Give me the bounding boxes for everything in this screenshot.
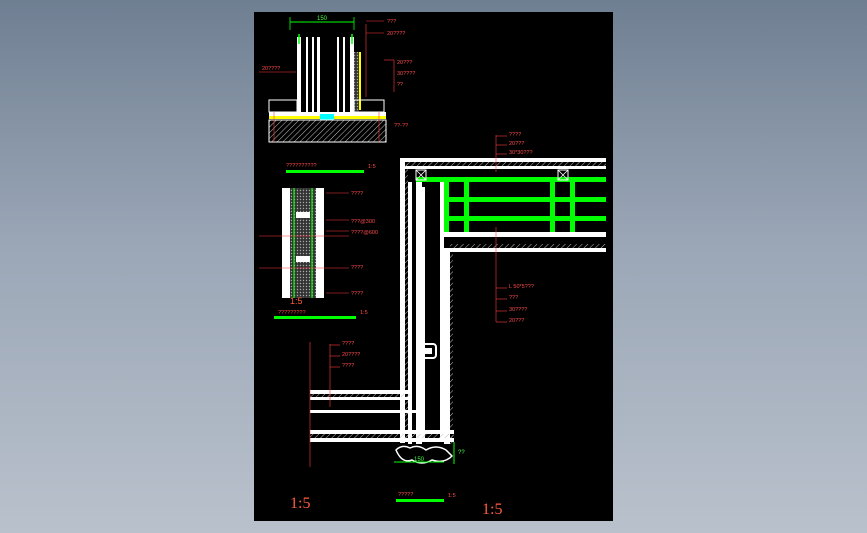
middle-callout-0: ????: [351, 191, 363, 197]
side-dim-label: ??: [458, 450, 465, 456]
scale-label-right: 1:5: [482, 501, 502, 518]
middle-callout-1: ???@300: [351, 219, 375, 225]
main-callout-left-1: 20????: [342, 352, 360, 358]
top-base-note: ??-??: [394, 123, 408, 129]
middle-detail-scale: 1:5: [360, 310, 368, 316]
main-detail-scale: 1:5: [448, 493, 456, 499]
main-callout-top-0: ????: [509, 132, 521, 138]
main-callout-top-2: 30*30???: [509, 150, 533, 156]
main-detail: 150 ?? ???? 20??? 30*30??? L 50*5??? ???…: [309, 132, 606, 502]
top-dim-label: 150: [317, 16, 328, 22]
main-callout-mid-1: ???: [509, 295, 518, 301]
main-callout-left-2: ????: [342, 363, 354, 369]
cad-drawing: 150 ??? 20???? 20??? 30???? ?? 20: [259, 16, 606, 518]
top-detail: 150 ??? 20???? 20??? 30???? ?? 20: [259, 16, 415, 173]
main-callout-mid-0: L 50*5???: [509, 284, 534, 290]
top-callout-3: 30????: [397, 71, 415, 77]
middle-detail-title: ?????????: [278, 310, 306, 316]
main-detail-title: ?????: [398, 492, 413, 498]
main-callout-top-1: 20???: [509, 141, 524, 147]
bottom-dim-label: 150: [414, 457, 425, 463]
middle-callout-3: ????: [351, 265, 363, 271]
top-callout-2: 20???: [397, 60, 412, 66]
middle-scale-mark: 1:5: [290, 296, 303, 306]
top-detail-title: ??????????: [286, 163, 317, 169]
drawing-sheet: 150 ??? 20???? 20??? 30???? ?? 20: [254, 12, 613, 521]
middle-detail: ???? ???@300 ????@600 ???? ???? 1:5 ????…: [259, 188, 378, 319]
main-callout-mid-3: 20???: [509, 318, 524, 324]
top-detail-scale: 1:5: [368, 164, 376, 170]
top-left-note: 20????: [262, 66, 280, 72]
main-callout-left-0: ????: [342, 341, 354, 347]
top-callout-4: ??: [397, 82, 403, 88]
top-callout-1: 20????: [387, 31, 405, 37]
main-callout-mid-2: 30????: [509, 307, 527, 313]
top-callout-0: ???: [387, 19, 396, 25]
scale-label-left: 1:5: [290, 495, 310, 512]
middle-callout-2: ????@600: [351, 230, 378, 236]
middle-callout-4: ????: [351, 291, 363, 297]
